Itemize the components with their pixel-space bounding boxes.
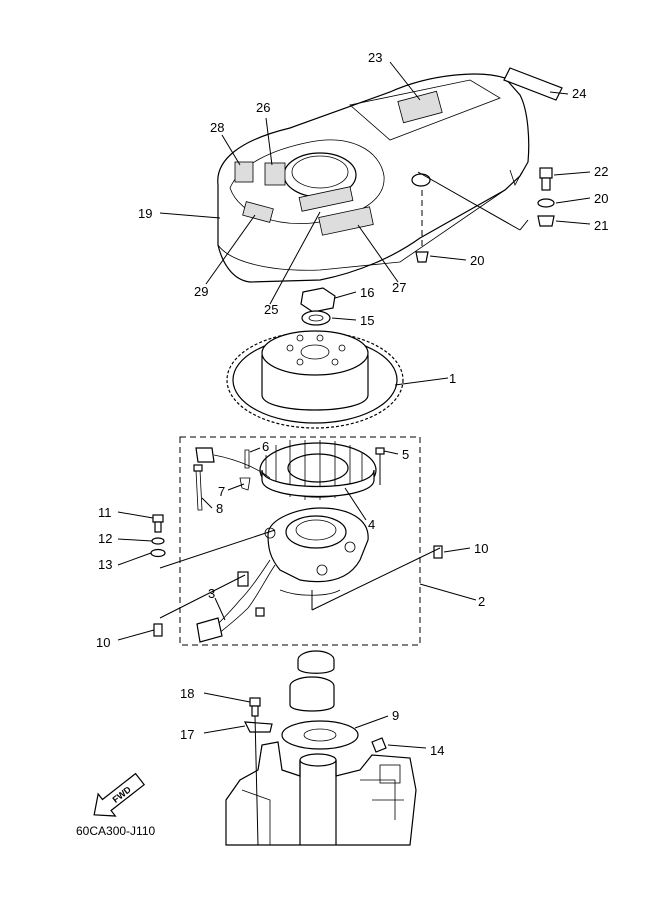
callout-15: 15 <box>360 313 374 328</box>
connector-3 <box>196 617 223 643</box>
stator-base <box>264 507 369 583</box>
callout-12: 12 <box>98 531 112 546</box>
callout-7: 7 <box>218 484 225 499</box>
screw-5 <box>375 447 385 455</box>
callout-numbers: 1 2 3 4 5 6 7 8 9 10 10 11 12 13 14 15 1… <box>96 50 608 758</box>
screw-6 <box>244 449 250 469</box>
label-26 <box>264 162 286 186</box>
callout-2: 2 <box>478 594 485 609</box>
callout-9: 9 <box>392 708 399 723</box>
callout-21: 21 <box>594 218 608 233</box>
dowel-10-left <box>153 623 163 637</box>
callout-17: 17 <box>180 727 194 742</box>
grommet-21 <box>537 215 555 227</box>
callout-20-bottom: 20 <box>470 253 484 268</box>
callout-20-top: 20 <box>594 191 608 206</box>
callout-10-right: 10 <box>474 541 488 556</box>
engine-block <box>225 741 417 846</box>
label-29 <box>242 201 274 223</box>
callout-6: 6 <box>262 439 269 454</box>
callout-1: 1 <box>449 371 456 386</box>
callout-24: 24 <box>572 86 586 101</box>
stator-coil <box>259 440 377 500</box>
key-14 <box>371 737 387 753</box>
callout-14: 14 <box>430 743 444 758</box>
bolt-11 <box>152 514 164 523</box>
callout-19: 19 <box>138 206 152 221</box>
clamp-7 <box>239 477 251 491</box>
callout-10-left: 10 <box>96 635 110 650</box>
washer-20-bottom <box>415 251 429 263</box>
callout-3: 3 <box>208 586 215 601</box>
bolt-18 <box>249 697 261 707</box>
plate-9 <box>281 720 359 750</box>
callout-29: 29 <box>194 284 208 299</box>
flywheel-cover <box>217 73 530 283</box>
callout-25: 25 <box>264 302 278 317</box>
leader-lines <box>117 61 591 846</box>
stator-assembly-box <box>179 436 421 646</box>
washer-20-top <box>537 198 555 208</box>
callout-22: 22 <box>594 164 608 179</box>
label-27 <box>318 206 374 236</box>
callout-4: 4 <box>368 517 375 532</box>
connector-small <box>237 571 249 587</box>
flywheel-magneto <box>226 330 404 429</box>
washer-13 <box>150 548 166 558</box>
decal-24 <box>503 67 563 101</box>
bracket-17 <box>243 721 273 733</box>
callout-16: 16 <box>360 285 374 300</box>
screw-8 <box>195 469 203 511</box>
diagram-code: 60CA300-J110 <box>76 824 155 838</box>
callout-18: 18 <box>180 686 194 701</box>
callout-11: 11 <box>98 505 112 520</box>
label-25 <box>298 186 354 212</box>
pulser-coil <box>195 447 215 463</box>
callout-13: 13 <box>98 557 112 572</box>
label-28 <box>234 161 254 183</box>
fwd-arrow: FWD <box>93 772 146 817</box>
callout-28: 28 <box>210 120 224 135</box>
callout-5: 5 <box>402 447 409 462</box>
washer-12 <box>151 537 165 545</box>
callout-8: 8 <box>216 501 223 516</box>
washer-15 <box>301 310 331 326</box>
bolt-22 <box>539 167 553 191</box>
callout-26: 26 <box>256 100 270 115</box>
callout-23: 23 <box>368 50 382 65</box>
starter-pulley <box>289 650 335 712</box>
dowel-10-right <box>433 545 443 559</box>
callout-27: 27 <box>392 280 406 295</box>
nut-16 <box>300 287 336 313</box>
